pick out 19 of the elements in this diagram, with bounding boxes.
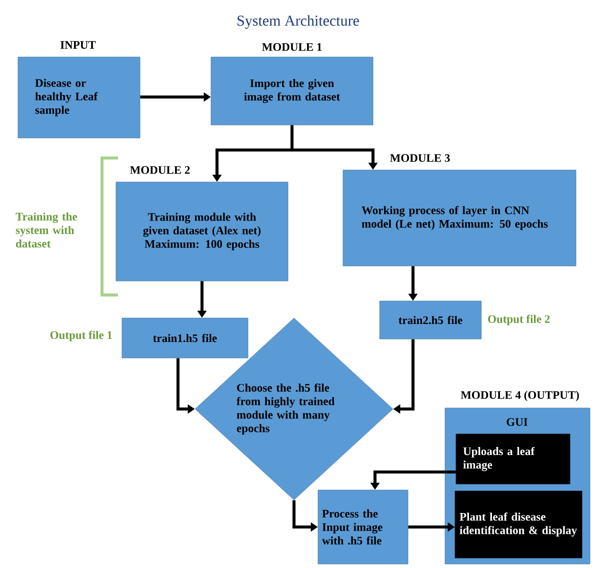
heading: MODULE 2 xyxy=(130,166,190,174)
process-box: Import the given image from dataset xyxy=(210,56,374,126)
process-box: Disease or healthy Leaf sample xyxy=(18,56,140,138)
process-box: Plant leaf disease identification & display xyxy=(454,490,582,558)
process-box: Uploads a leaf image xyxy=(456,434,570,484)
output-label: Output file 2 xyxy=(488,314,550,326)
title: System Architecture xyxy=(238,15,359,29)
heading: MODULE 1 xyxy=(262,43,322,51)
heading: MODULE 4 (OUTPUT) xyxy=(460,390,579,402)
annotation: Training the system with dataset xyxy=(16,212,77,248)
process-box: Working process of layer in CNN model (Le net) Maximum: 50 epochs xyxy=(342,170,576,266)
process-box: Training module with given dataset (Alex net) Maximum: 100 epochs xyxy=(116,182,288,282)
panel-title: GUI xyxy=(506,418,528,426)
process-box: train2.h5 file xyxy=(379,300,482,340)
output-label: Output file 1 xyxy=(50,330,112,342)
process-box: train1.h5 file xyxy=(122,318,248,358)
process-box: Process the Input image with .h5 file xyxy=(318,490,408,564)
heading: INPUT xyxy=(60,41,96,49)
heading: MODULE 3 xyxy=(390,154,450,162)
